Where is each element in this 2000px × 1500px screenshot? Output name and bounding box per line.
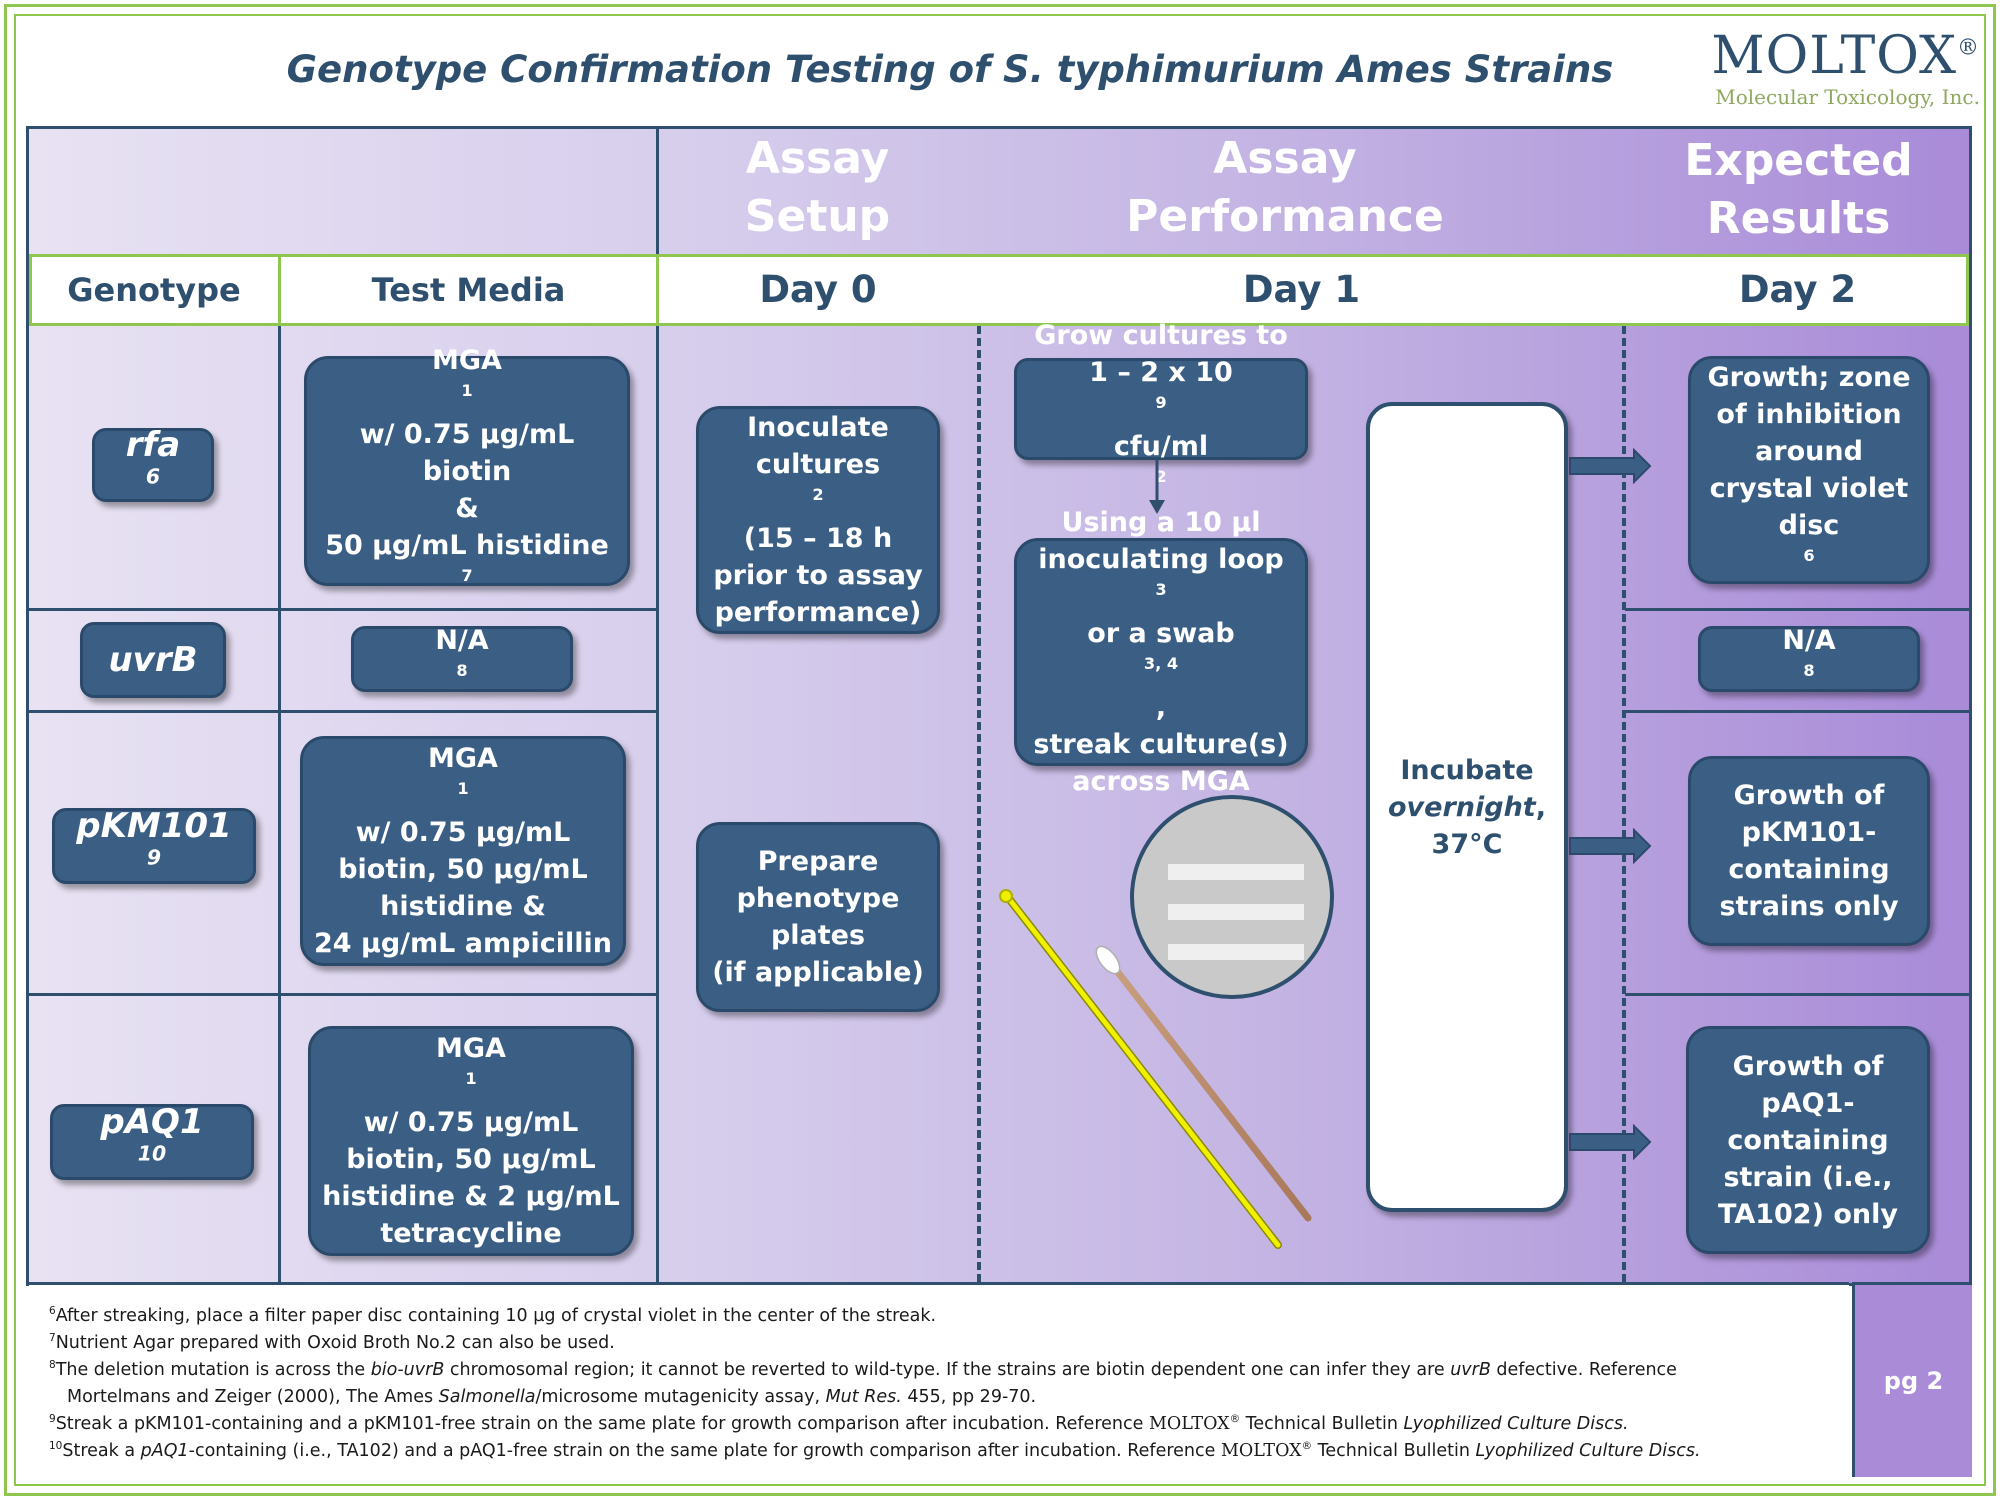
result-divider-3 <box>1625 993 1972 996</box>
inner-border <box>14 14 1986 1486</box>
genotype-uvrb: uvrB <box>80 622 226 698</box>
header-day2: Day 2 <box>1738 268 1857 311</box>
footnote-8: 8The deletion mutation is across the bio… <box>49 1359 1677 1380</box>
outer-border <box>4 4 1996 1496</box>
result-divider-2 <box>1625 710 1972 713</box>
step-prepare-plates: Prepare phenotype plates (if applicable) <box>696 822 940 1012</box>
row-divider-2 <box>29 710 659 713</box>
result-pkm101: Growth of pKM101- containing strains onl… <box>1688 756 1930 946</box>
logo-subtitle: Molecular Toxicology, Inc. <box>1715 85 1980 109</box>
day1-divider <box>1622 254 1626 1282</box>
footnote-9: 9Streak a pKM101-containing and a pKM101… <box>49 1413 1629 1434</box>
header-test-media: Test Media <box>371 271 566 309</box>
logo-registered: ® <box>1957 35 1980 61</box>
result-paq1: Growth of pAQ1- containing strain (i.e.,… <box>1686 1026 1930 1254</box>
footnotes: 6After streaking, place a filter paper d… <box>29 1282 1849 1477</box>
media-divider <box>656 126 659 1282</box>
day0-divider <box>977 254 981 1282</box>
row-divider-3 <box>29 993 659 996</box>
result-divider-1 <box>1625 608 1972 611</box>
page-number: pg 2 <box>1852 1282 1972 1477</box>
header-day1: Day 1 <box>1242 268 1361 311</box>
logo-name: MOLTOX <box>1711 26 1957 86</box>
footnote-7: 7Nutrient Agar prepared with Oxoid Broth… <box>49 1332 615 1353</box>
moltox-logo: MOLTOX® Molecular Toxicology, Inc. <box>1690 28 1980 118</box>
row-divider-1 <box>29 608 659 611</box>
page-title: Genotype Confirmation Testing of S. typh… <box>286 48 1614 91</box>
footnote-10: 10Streak a pAQ1-containing (i.e., TA102)… <box>49 1440 1701 1461</box>
result-rfa: Growth; zone of inhibition around crysta… <box>1688 356 1930 584</box>
genotype-divider <box>278 254 281 1282</box>
column-header-row <box>29 254 1969 326</box>
step-incubate-overnight: Incubate overnight, 37°C <box>1366 402 1568 1212</box>
footnote-6: 6After streaking, place a filter paper d… <box>49 1305 937 1326</box>
footnote-8-continued: Mortelmans and Zeiger (2000), The Ames S… <box>67 1387 1037 1407</box>
header-genotype: Genotype <box>67 271 241 309</box>
header-day0: Day 0 <box>759 268 877 311</box>
